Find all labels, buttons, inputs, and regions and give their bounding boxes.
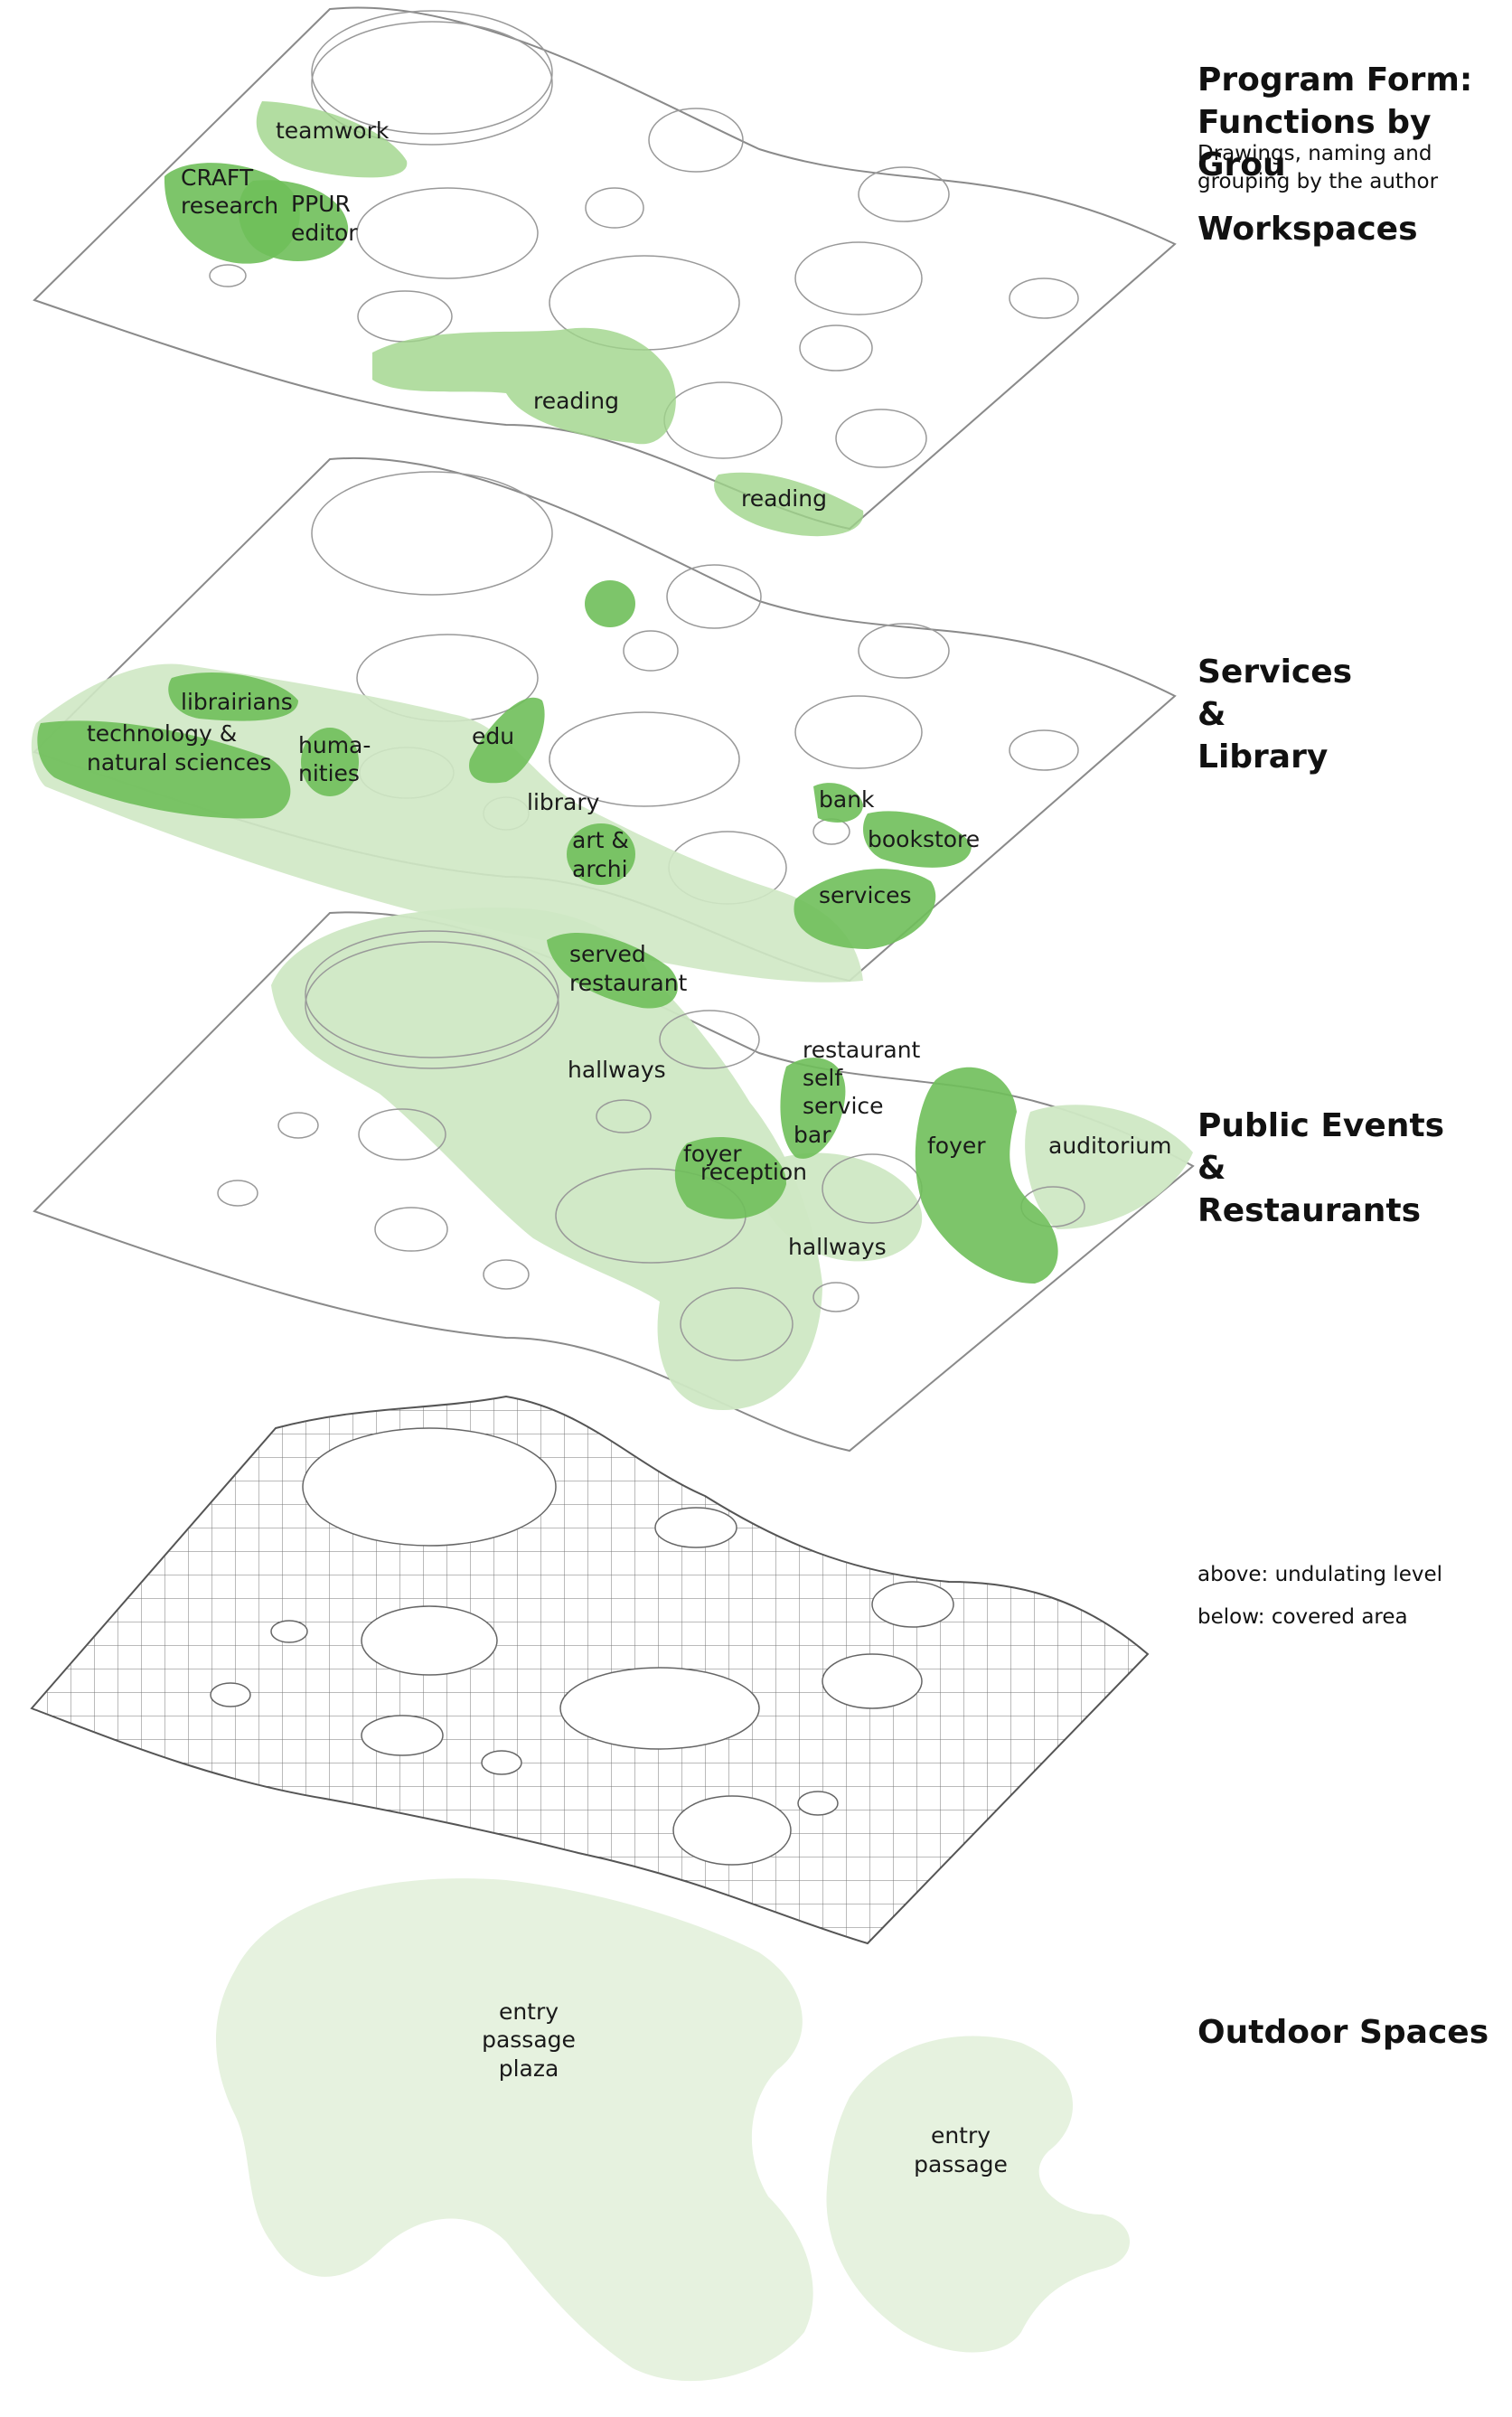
label-passage-entry: entry [931,2122,991,2149]
undulating-grid-surface [30,1395,1150,1945]
label-self: self [803,1065,843,1091]
label-huma-1: huma- [298,732,371,758]
label-ppur: PPUR [291,191,351,217]
services-level: librairians technology & natural science… [31,456,1177,983]
public-hallways-zone [271,908,822,1410]
heading-workspaces: Workspaces [1197,211,1418,248]
label-service: service [803,1093,884,1119]
heading-outdoor: Outdoor Spaces [1197,2014,1489,2051]
heading-services-library: Services & Library [1197,654,1353,776]
diagram-title: Program Form: Functions by Grou [1197,61,1473,183]
undulating-level [30,1395,1150,1945]
label-teamwork: teamwork [276,118,390,144]
label-library: library [527,789,600,815]
undulating-openings [210,1427,954,1866]
note-undulating: above: undulating level [1197,1563,1442,1586]
label-served: served [569,941,646,967]
label-librairians: librairians [181,689,293,715]
heading-public-events: Public Events & Restaurants [1197,1107,1445,1229]
label-craft: CRAFT [181,165,254,191]
workspaces-slab [33,6,1177,531]
services-library-zone [31,663,863,983]
label-huma-2: nities [298,760,360,786]
label-bookstore: bookstore [868,826,980,852]
label-reading-center: reading [533,388,619,414]
workspaces-level: teamwork CRAFT research PPUR editor read… [33,6,1177,537]
label-reading-edge: reading [741,485,827,512]
label-plaza-entry: entry [499,1998,559,2025]
label-research: research [181,193,278,219]
label-plaza-plaza: plaza [499,2055,559,2082]
label-art-2: archi [572,856,628,882]
label-plaza-passage: passage [482,2027,576,2053]
outdoor-passage-zone [826,2036,1130,2353]
label-hallways-top: hallways [568,1057,666,1083]
outdoor-level: entry passage plaza entry passage [216,1878,1130,2382]
label-edu: edu [472,723,514,749]
outdoor-plaza-zone [216,1878,813,2382]
label-art-1: art & [572,827,629,853]
diagram-subtitle: Drawings, naming and grouping by the aut… [1197,142,1439,193]
workspaces-active-zones [164,163,349,264]
workspaces-voids [209,10,1079,468]
label-hallways-bottom: hallways [788,1234,887,1260]
public-voids [217,930,1085,1361]
public-hallways-east [757,1152,923,1262]
public-active-zones [547,932,1058,1284]
note-covered: below: covered area [1197,1605,1408,1629]
label-reception: reception [700,1159,807,1185]
label-tech-2: natural sciences [87,749,271,776]
label-auditorium: auditorium [1048,1133,1172,1159]
label-editor: editor [291,220,358,246]
label-tech-1: technology & [87,720,237,747]
label-bar: bar [794,1122,831,1148]
label-restaurant: restaurant [803,1037,921,1063]
label-services: services [819,882,912,908]
services-active-zones [37,580,972,949]
label-passage-passage: passage [914,2151,1008,2177]
public-auditorium-zone [1025,1105,1193,1229]
label-bank: bank [819,786,875,813]
workspaces-light-zones [256,101,864,537]
label-served-restaurant: restaurant [569,970,688,996]
label-foyer-left: foyer [683,1141,742,1167]
label-foyer-right: foyer [927,1133,986,1159]
public-level: served restaurant hallways restaurant se… [33,908,1195,1453]
